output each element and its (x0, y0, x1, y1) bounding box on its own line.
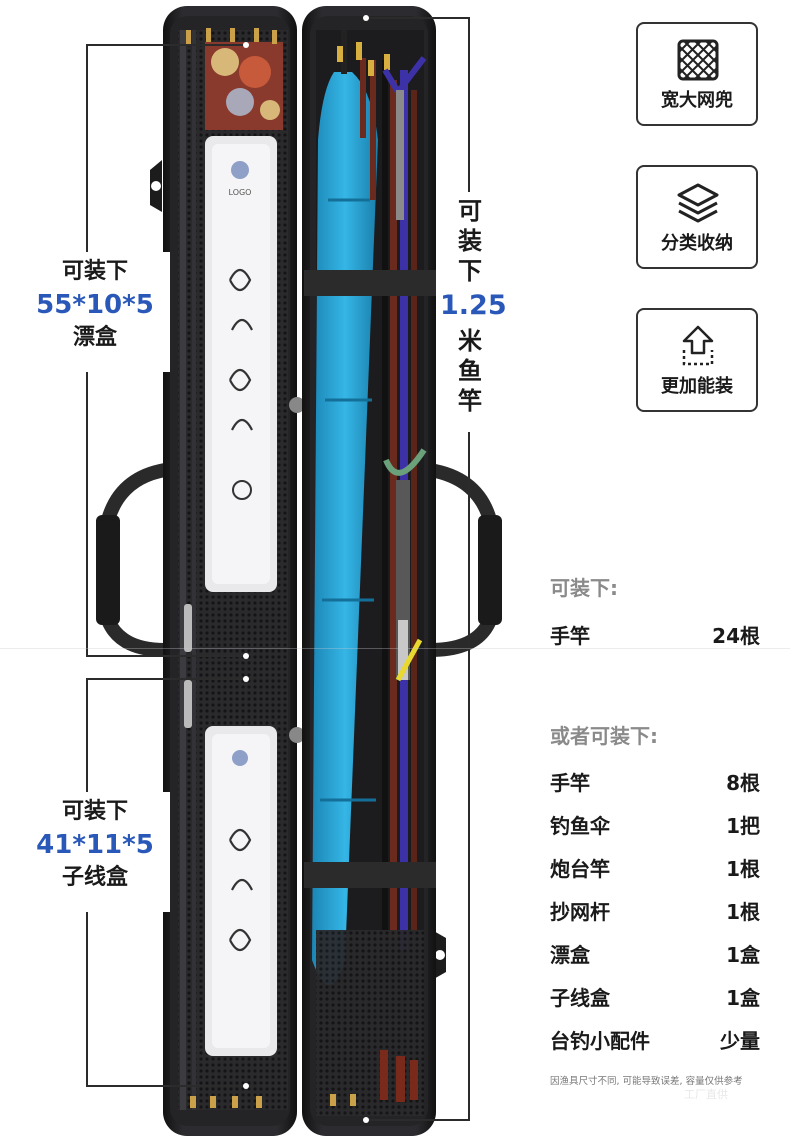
item-name: 钓鱼伞 (550, 814, 610, 838)
item-qty: 1根 (726, 900, 760, 924)
left-compartment: LOGO (163, 6, 305, 1136)
top-label-line3: 漂盒 (72, 325, 117, 350)
svg-text:LOGO: LOGO (229, 188, 252, 197)
disclaimer-note: 因渔具尺寸不同, 可能导致误差, 容量仅供参考 (550, 1076, 743, 1087)
feature-sorted-storage: 分类收纳 (636, 165, 758, 269)
alt-capacity-title: 或者可装下: (550, 724, 658, 748)
item-name: 子线盒 (550, 986, 610, 1010)
item-qty: 少量 (720, 1029, 760, 1053)
item-name: 台钓小配件 (550, 1029, 650, 1053)
feature-wide-net: 宽大网兜 (636, 22, 758, 126)
item-qty: 24根 (712, 624, 760, 648)
divider (0, 648, 790, 649)
watermark: 工厂直供 (684, 1088, 728, 1101)
capacity-row: 抄网杆 1根 (550, 896, 760, 926)
rod-length-number: 1.25 (440, 290, 507, 321)
layers-icon (677, 183, 719, 223)
capacity-row: 炮台竿 1根 (550, 853, 760, 883)
top-label-dims: 55*10*5 (36, 290, 154, 320)
bottom-label-line3: 子线盒 (61, 865, 128, 890)
right-compartment (302, 6, 436, 1136)
item-qty: 1根 (726, 857, 760, 881)
feature-label: 更加能装 (661, 376, 733, 397)
rod-label-char: 鱼 (458, 357, 482, 385)
top-label-line1: 可装下 (61, 259, 128, 284)
item-qty: 8根 (726, 771, 760, 795)
bottom-capacity-label: 可装下 41*11*5 子线盒 (20, 796, 170, 894)
capacity-row: 漂盒 1盒 (550, 939, 760, 969)
capacity-row: 台钓小配件 少量 (550, 1025, 760, 1055)
feature-label: 宽大网兜 (661, 90, 733, 111)
carry-handle (96, 463, 502, 657)
item-name: 手竿 (550, 771, 590, 795)
rod-label-char: 竿 (458, 387, 482, 415)
feature-more-capacity: 更加能装 (636, 308, 758, 412)
item-name: 漂盒 (550, 943, 590, 967)
top-capacity-label: 可装下 55*10*5 漂盒 (20, 256, 170, 354)
net-icon (677, 39, 719, 81)
capacity-title: 可装下: (550, 576, 618, 600)
item-qty: 1盒 (726, 986, 760, 1010)
item-qty: 1把 (726, 814, 760, 838)
bottom-label-dims: 41*11*5 (36, 830, 154, 860)
rod-label-char: 可 (458, 197, 482, 225)
capacity-row: 钓鱼伞 1把 (550, 810, 760, 840)
upload-arrow-icon (682, 325, 714, 366)
capacity-row: 手竿 8根 (550, 767, 760, 797)
capacity-row: 手竿 24根 (550, 620, 760, 650)
rod-label-char: 下 (458, 257, 482, 285)
item-name: 炮台竿 (550, 857, 610, 881)
item-name: 手竿 (550, 624, 590, 648)
item-qty: 1盒 (726, 943, 760, 967)
feature-label: 分类收纳 (661, 233, 733, 254)
rod-label-char: 米 (458, 327, 482, 355)
bottom-label-line1: 可装下 (61, 799, 128, 824)
rod-label-char: 装 (458, 227, 482, 255)
item-name: 抄网杆 (550, 900, 610, 924)
capacity-row: 子线盒 1盒 (550, 982, 760, 1012)
rod-length-label: 可 装 下 1.25 米 鱼 竿 (440, 196, 507, 416)
